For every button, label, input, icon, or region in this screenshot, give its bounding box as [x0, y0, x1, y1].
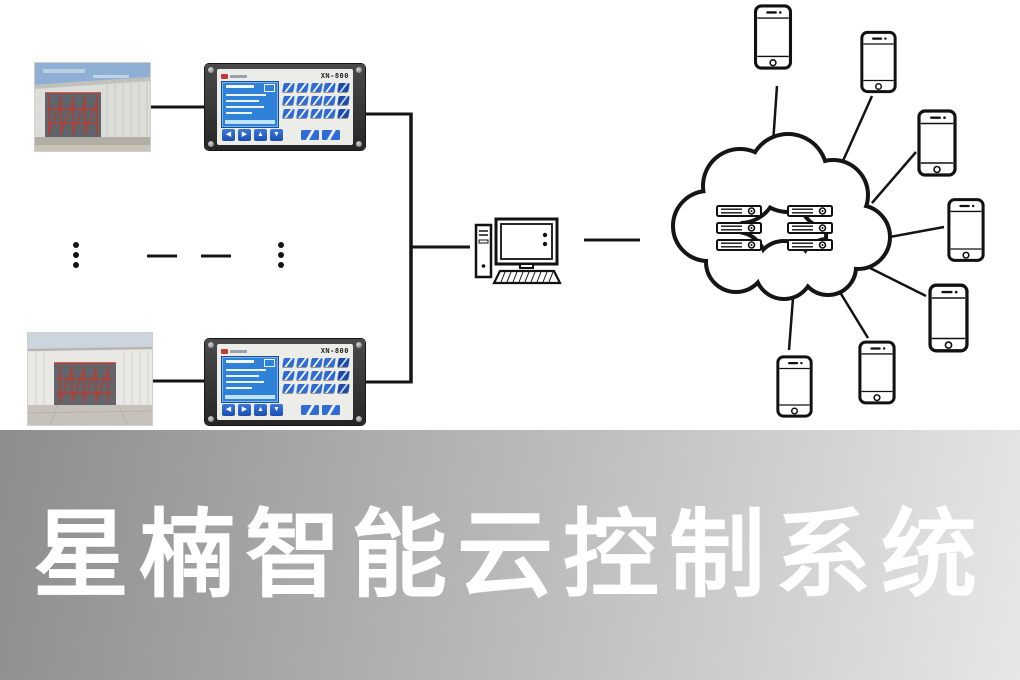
controller-nav-buttons: ◀ ▶ ▲ ▼: [221, 129, 349, 141]
controller-keypad: [282, 81, 350, 126]
desktop-computer-icon: [474, 217, 562, 285]
plc-controller-1: XN-800 ◀ ▶ ▲ ▼: [205, 64, 365, 150]
greenhouse-photo-2-image: [28, 333, 152, 425]
server-icon: [787, 239, 833, 251]
function-key: [322, 405, 340, 415]
ellipsis-dots-right: [278, 242, 284, 268]
function-key: [301, 130, 319, 140]
controller-nav-buttons: ◀ ▶ ▲ ▼: [221, 404, 349, 416]
smartphone-icon-6: [858, 340, 896, 405]
plc-controller-2: XN-800 ◀ ▶ ▲ ▼: [205, 339, 365, 425]
smartphone-icon-1: [753, 4, 793, 70]
server-icon: [716, 239, 762, 251]
screw-icon: [356, 342, 362, 348]
controller-screen: [221, 356, 279, 403]
controller-screen: [221, 81, 279, 128]
screw-icon: [356, 141, 362, 147]
smartphone-icon-2: [860, 30, 897, 94]
smartphone-icon-7: [776, 355, 813, 418]
server-icon: [716, 222, 762, 234]
cloud-to-phone-lines: [770, 85, 945, 351]
brand-logo-icon: [221, 73, 247, 79]
smartphone-icon-5: [928, 283, 969, 353]
greenhouse-photo-1: [35, 63, 150, 151]
title-banner: 星楠智能云控制系统: [0, 430, 1020, 680]
brand-logo-icon: [221, 348, 247, 354]
down-arrow-button: ▼: [270, 129, 283, 141]
screw-icon: [208, 67, 214, 73]
ellipsis-dots-left: [73, 242, 79, 268]
screw-icon: [208, 141, 214, 147]
cloud-icon: [671, 132, 892, 301]
greenhouse-photo-2: [28, 333, 152, 425]
model-label: XN-800: [320, 72, 349, 80]
controller-face: XN-800 ◀ ▶ ▲ ▼: [217, 344, 353, 420]
server-icon: [787, 205, 833, 217]
up-arrow-button: ▲: [254, 404, 267, 416]
function-key: [322, 130, 340, 140]
greenhouse-photo-1-image: [35, 63, 150, 151]
server-icon: [787, 222, 833, 234]
connector-lines: [147, 105, 640, 384]
down-arrow-button: ▼: [270, 404, 283, 416]
screw-icon: [208, 416, 214, 422]
left-arrow-button: ◀: [222, 404, 235, 416]
up-arrow-button: ▲: [254, 129, 267, 141]
left-arrow-button: ◀: [222, 129, 235, 141]
screw-icon: [356, 416, 362, 422]
system-title: 星楠智能云控制系统: [33, 499, 987, 611]
model-label: XN-800: [320, 347, 349, 355]
screw-icon: [356, 67, 362, 73]
screw-icon: [208, 342, 214, 348]
cloud-control-diagram: XN-800 ◀ ▶ ▲ ▼: [28, 4, 985, 425]
controller-face: XN-800 ◀ ▶ ▲ ▼: [217, 69, 353, 145]
right-arrow-button: ▶: [238, 129, 251, 141]
function-key: [301, 405, 319, 415]
server-icon: [716, 205, 762, 217]
controller-keypad: [282, 356, 350, 401]
smartphone-icon-3: [917, 109, 957, 177]
diagram-vector-layer: [73, 4, 985, 418]
smartphone-icon-4: [947, 197, 985, 263]
right-arrow-button: ▶: [238, 404, 251, 416]
